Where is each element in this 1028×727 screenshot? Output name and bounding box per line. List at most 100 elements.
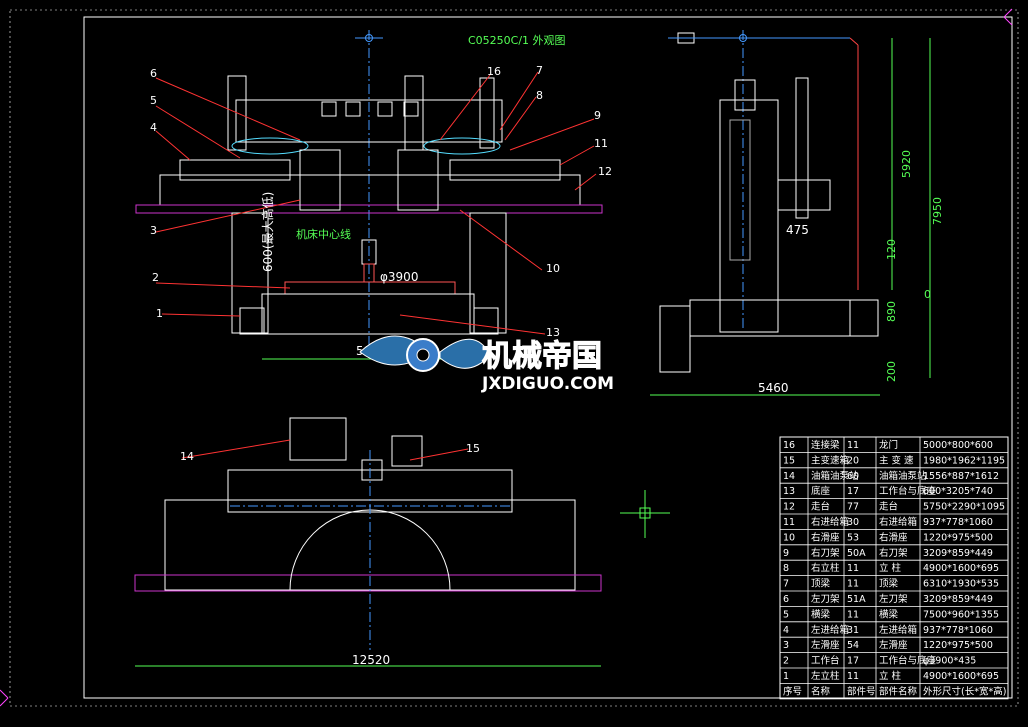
corner-marker: [1003, 8, 1013, 26]
parts-table-cell: 6310*1930*535: [923, 579, 999, 590]
parts-table-cell: 3209*859*449: [923, 548, 993, 559]
parts-table-cell: 15: [783, 455, 795, 466]
parts-table-cell: φ3900*435: [923, 656, 976, 667]
parts-table-cell: 3209*859*449: [923, 594, 993, 605]
front-view: [135, 30, 603, 345]
parts-table-cell: 主变速箱: [811, 454, 849, 466]
parts-table-cell: 顶梁: [879, 578, 899, 590]
side-dim-475: 475: [786, 223, 809, 237]
side-dim-120: 120: [885, 239, 898, 260]
parts-table-cell: 600*3205*740: [923, 486, 993, 497]
parts-table-cell: 1220*975*500: [923, 640, 993, 651]
parts-table-cell: 左刀架: [879, 593, 908, 605]
parts-table-cell: 3: [783, 640, 789, 651]
parts-table-cell: 16: [783, 440, 795, 451]
balloon-8: 8: [536, 89, 543, 102]
parts-table-cell: 主 变 速: [879, 454, 914, 466]
parts-table-cell: 油箱油泵站: [811, 470, 859, 482]
parts-table-cell: 14: [783, 471, 795, 482]
parts-table-cell: 龙门: [879, 439, 898, 451]
side-view: [659, 30, 879, 373]
parts-table-cell: 右立柱: [811, 562, 840, 574]
parts-table-frame: [779, 436, 1009, 700]
parts-table-cell: 5: [783, 609, 789, 620]
front-vertical-dim: 600(最大高低): [260, 192, 275, 272]
front-leaders: [155, 71, 597, 335]
top-view: [134, 417, 602, 650]
watermark-main-text: 机械帝国: [482, 339, 602, 374]
parts-table-cell: 11: [847, 671, 859, 682]
balloon-13: 13: [546, 326, 560, 339]
drawing-border: [83, 16, 1013, 699]
parts-table-cell: 底座: [811, 485, 831, 497]
parts-table-cell: 5000*800*600: [923, 440, 993, 451]
top-leaders: [181, 439, 469, 461]
parts-table-cell: 工作台: [811, 655, 840, 667]
balloon-3: 3: [150, 224, 157, 237]
parts-table-cell: 50A: [847, 548, 866, 559]
parts-table-cell: 20: [847, 455, 859, 466]
parts-table-cell: 11: [847, 563, 859, 574]
parts-table-cell: 走台: [879, 501, 898, 513]
center-label: 机床中心线: [296, 227, 351, 241]
side-dim-5920: 5920: [900, 150, 913, 178]
parts-table-cell: 横梁: [879, 608, 899, 620]
parts-table-header-cell: 外形尺寸(长*宽*高): [923, 685, 1006, 697]
parts-table-cell: 54: [847, 640, 859, 651]
parts-table-cell: 8: [783, 563, 789, 574]
balloon-2: 2: [152, 271, 159, 284]
parts-table-cell: 17: [847, 486, 859, 497]
balloon-10: 10: [546, 262, 560, 275]
side-dim-5460: 5460: [758, 381, 789, 395]
parts-table-cell: 左刀架: [811, 593, 840, 605]
parts-table-cell: 工作台与底座: [879, 655, 937, 667]
parts-table-cell: 1556*887*1612: [923, 471, 999, 482]
front-diameter-dim: φ3900: [380, 270, 418, 284]
balloon-6: 6: [150, 67, 157, 80]
parts-table-cell: 1: [783, 671, 789, 682]
parts-table-cell: 1220*975*500: [923, 532, 993, 543]
parts-table-cell: 11: [783, 517, 795, 528]
side-dims: [650, 38, 931, 396]
balloon-4: 4: [150, 121, 157, 134]
parts-table-cell: 连接梁: [811, 439, 840, 451]
sheet-border: [9, 9, 1019, 707]
balloon-16: 16: [487, 65, 501, 78]
parts-table-cell: 7500*960*1355: [923, 609, 999, 620]
parts-table-cell: 31: [847, 625, 859, 636]
parts-table-cell: 10: [783, 532, 795, 543]
parts-table-header-cell: 部件号: [847, 685, 876, 697]
parts-table-cell: 4900*1600*695: [923, 671, 999, 682]
balloon-7: 7: [536, 64, 543, 77]
parts-table-cell: 17: [847, 656, 859, 667]
parts-table-cell: 13: [783, 486, 795, 497]
parts-table-cell: 立 柱: [879, 670, 902, 682]
balloon-11: 11: [594, 137, 608, 150]
parts-table-cell: 7: [783, 579, 789, 590]
corner-marker-left: [0, 689, 9, 707]
parts-table-cell: 1980*1962*1195: [923, 455, 1005, 466]
side-dim-7950: 7950: [931, 197, 944, 225]
parts-table-cell: 6: [783, 594, 789, 605]
parts-table-cell: 右滑座: [879, 531, 908, 543]
parts-table-cell: 53: [847, 532, 859, 543]
parts-table-cell: 4: [783, 625, 789, 636]
parts-table-cell: 4900*1600*695: [923, 563, 999, 574]
parts-table-cell: 工作台与底座: [879, 485, 937, 497]
parts-table-cell: 12: [783, 502, 795, 513]
parts-table-header-cell: 序号: [783, 685, 802, 697]
parts-table-cell: 右进给箱: [879, 516, 917, 528]
parts-table-cell: 走台: [811, 501, 830, 513]
parts-table-cell: 横梁: [811, 608, 831, 620]
balloon-9: 9: [594, 109, 601, 122]
balloon-14: 14: [180, 450, 194, 463]
parts-table-cell: 11: [847, 609, 859, 620]
balloon-15: 15: [466, 442, 480, 455]
watermark-sub-text: JXDIGUO.COM: [481, 374, 614, 394]
parts-table-cell: 左滑座: [879, 639, 908, 651]
parts-table-header-cell: 部件名称: [879, 685, 918, 697]
parts-table-cell: 5750*2290*1095: [923, 502, 1005, 513]
